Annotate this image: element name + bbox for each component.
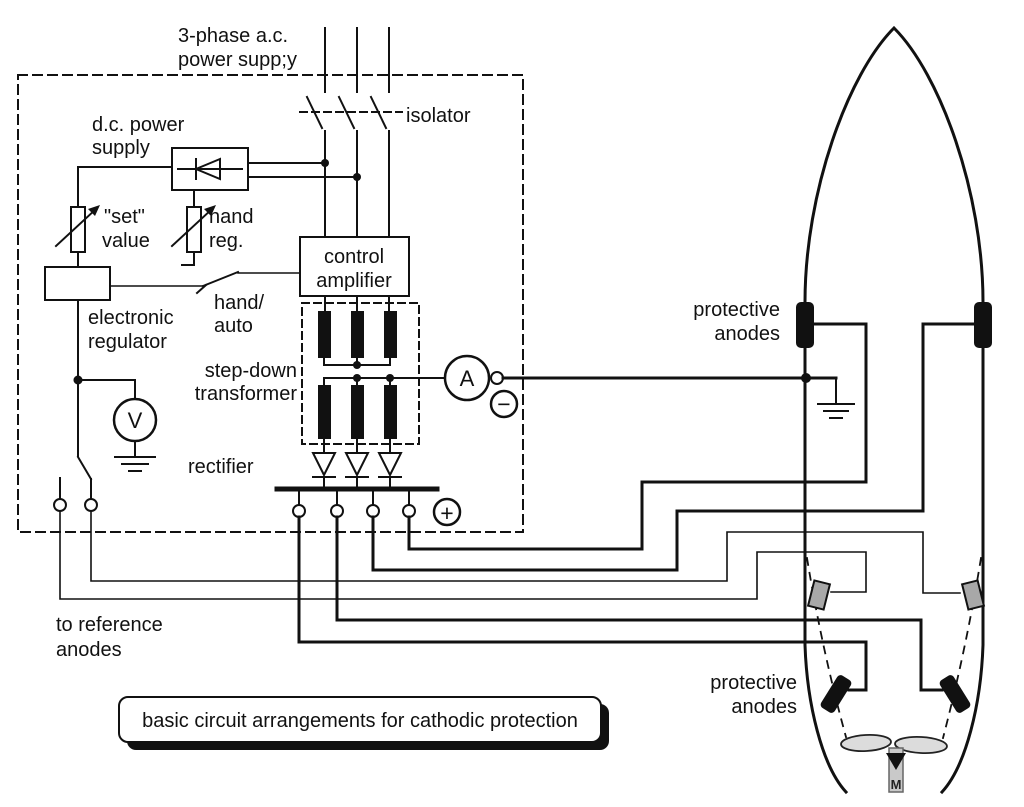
rudder: M [886, 747, 906, 793]
anode-output-terminals [292, 488, 416, 518]
primary-winding [351, 311, 364, 358]
label-hand-auto-2: auto [214, 315, 253, 337]
terminal-circle [330, 504, 344, 518]
label-dc-2: supply [92, 137, 150, 159]
diode-icon [377, 452, 403, 478]
propellers [840, 734, 948, 755]
arrow-icon [88, 205, 100, 216]
voltmeter-label: V [128, 408, 143, 433]
wire-forward-starboard-anode [371, 322, 977, 572]
terminal-circle [292, 504, 306, 518]
label-protective-fwd-1: protective [693, 299, 780, 321]
step-down-transformer [301, 302, 420, 445]
port-bilge-dashed-curve [805, 556, 848, 739]
terminal-circle [84, 498, 98, 512]
junction-dot [353, 173, 361, 181]
rectifier-diodes [311, 438, 403, 488]
label-protective-fwd-2: anodes [714, 323, 780, 345]
label-regulator-2: regulator [88, 331, 167, 353]
aft-port-anode [820, 675, 852, 713]
terminal-circle [366, 504, 380, 518]
ammeter-label: A [460, 366, 475, 391]
wire-aft-port-anode [297, 515, 868, 692]
junction-dot [353, 361, 361, 369]
wire-aft-starboard-anode [335, 515, 944, 692]
label-control-amp-1: control [324, 246, 384, 268]
negative-terminal [489, 389, 519, 419]
label-ref-anodes-2: anodes [56, 639, 122, 661]
label-handreg-2: reg. [209, 230, 243, 252]
starboard-reference-electrode [960, 579, 986, 611]
ground-icon [114, 456, 156, 472]
transformer-dashed-box [301, 302, 420, 445]
label-set-2: value [102, 230, 150, 252]
label-phase-2: power supp;y [178, 49, 297, 71]
secondary-winding [384, 385, 397, 439]
junction-dot [321, 159, 329, 167]
control-amplifier-box [299, 236, 410, 297]
positive-terminal [432, 497, 462, 527]
dc-power-supply-box [171, 147, 249, 191]
motor-label: M [891, 777, 902, 792]
hull-ground-icon [817, 377, 855, 419]
arrow-down-icon [886, 753, 906, 770]
caption-text: basic circuit arrangements for cathodic … [142, 710, 578, 732]
set-value-resistor [54, 166, 173, 268]
wire-starboard-reference [90, 510, 961, 594]
label-rectifier: rectifier [188, 456, 254, 478]
primary-winding [384, 311, 397, 358]
voltmeter-branch [73, 299, 158, 472]
port-reference-electrode [806, 579, 832, 611]
terminal-circle [490, 371, 504, 385]
junction-dot [386, 374, 394, 382]
minus-sign: − [497, 391, 510, 417]
electronic-regulator-box [44, 266, 111, 301]
wire-forward-port-anode [407, 322, 868, 551]
secondary-winding [351, 385, 364, 439]
junction-dot [353, 374, 361, 382]
diode-icon [344, 452, 370, 478]
terminal-circle [402, 504, 416, 518]
label-transformer-2: transformer [195, 383, 298, 405]
hand-reg-resistor [170, 189, 216, 266]
ammeter [443, 354, 491, 402]
forward-port-anode [796, 302, 814, 348]
forward-starboard-anode [974, 302, 992, 348]
arrow-icon [204, 205, 216, 216]
hand-auto-switch-icon [109, 270, 301, 295]
diode-icon [311, 452, 337, 478]
label-protective-aft-2: anodes [731, 696, 797, 718]
label-handreg-1: hand [209, 206, 254, 228]
diode-icon [177, 157, 243, 181]
primary-winding [318, 311, 331, 358]
label-isolator: isolator [406, 105, 471, 127]
wire-port-reference [59, 510, 867, 600]
terminal-circle [53, 498, 67, 512]
diagram-labels: 3-phase a.c. power supp;y isolator d.c. … [56, 25, 797, 718]
isolator-switch-icon [299, 95, 403, 130]
secondary-winding [318, 385, 331, 439]
anode-feed-wires [297, 322, 977, 692]
three-phase-supply-lines [324, 27, 390, 238]
label-phase-1: 3-phase a.c. [178, 25, 288, 47]
label-dc-1: d.c. power [92, 114, 185, 136]
caption-box: basic circuit arrangements for cathodic … [118, 696, 609, 750]
plus-sign: + [440, 500, 453, 526]
label-transformer-1: step-down [205, 360, 297, 382]
reference-terminal-switch [53, 455, 98, 512]
label-control-amp-2: amplifier [316, 270, 392, 292]
aft-starboard-anode [939, 675, 971, 713]
reference-electrode-wires [59, 510, 961, 600]
label-regulator-1: electronic [88, 307, 174, 329]
label-protective-aft-1: protective [710, 672, 797, 694]
control-cubicle-dashed-box [17, 74, 524, 533]
label-ref-anodes-1: to reference [56, 614, 163, 636]
label-set-1: "set" [104, 206, 145, 228]
label-hand-auto-1: hand/ [214, 292, 264, 314]
ship-hull [803, 25, 985, 795]
